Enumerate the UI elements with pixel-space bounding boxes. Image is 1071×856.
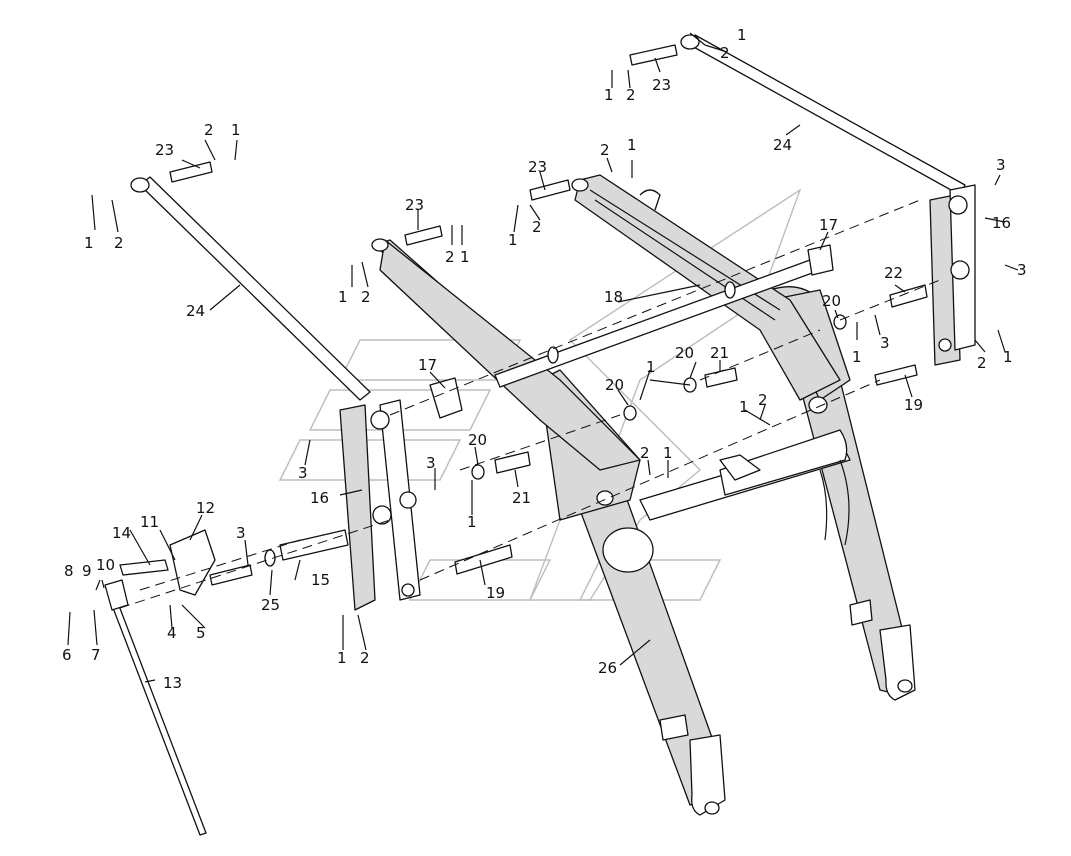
callout-19: 19 — [486, 584, 505, 602]
callout-23: 23 — [155, 141, 174, 159]
callout-15: 15 — [311, 571, 330, 589]
callout-2: 2 — [204, 121, 214, 139]
callout-3: 3 — [236, 524, 246, 542]
callout-3: 3 — [1017, 261, 1027, 279]
callout-3: 3 — [996, 156, 1006, 174]
callout-1: 1 — [1003, 348, 1013, 366]
lever-rod — [104, 529, 216, 836]
pins — [169, 44, 928, 586]
callout-1: 1 — [508, 231, 518, 249]
callout-1: 1 — [739, 398, 749, 416]
callout-3: 3 — [426, 454, 436, 472]
callout-8: 8 — [64, 562, 74, 580]
callout-1: 1 — [84, 234, 94, 252]
callout-25: 25 — [261, 596, 280, 614]
callout-2: 2 — [360, 649, 370, 667]
callout-1: 1 — [737, 26, 747, 44]
callout-1: 1 — [338, 288, 348, 306]
upper-arms — [371, 174, 841, 471]
callout-7: 7 — [91, 646, 101, 664]
leader-lines — [67, 32, 1019, 683]
callout-21: 21 — [512, 489, 531, 507]
callout-5: 5 — [196, 624, 206, 642]
callout-23: 23 — [652, 76, 671, 94]
callout-16: 16 — [992, 214, 1011, 232]
callout-3: 3 — [298, 464, 308, 482]
callout-2: 2 — [640, 444, 650, 462]
callout-6: 6 — [62, 646, 72, 664]
callout-2: 2 — [361, 288, 371, 306]
callout-19: 19 — [904, 396, 923, 414]
callout-13: 13 — [163, 674, 182, 692]
callout-2: 2 — [758, 391, 768, 409]
callout-21: 21 — [710, 344, 729, 362]
callout-23: 23 — [405, 196, 424, 214]
callout-1: 1 — [646, 358, 656, 376]
callout-2: 2 — [720, 44, 730, 62]
callout-20: 20 — [675, 344, 694, 362]
callout-2: 2 — [532, 218, 542, 236]
callout-18: 18 — [604, 288, 623, 306]
callout-17: 17 — [819, 216, 838, 234]
callout-14: 14 — [112, 524, 131, 542]
callout-2: 2 — [600, 141, 610, 159]
callout-20: 20 — [468, 431, 487, 449]
callout-labels: 1 2 1 2 23 24 3 16 3 17 22 20 1 3 2 1 19… — [62, 26, 1027, 692]
callout-22: 22 — [884, 264, 903, 282]
callout-17: 17 — [418, 356, 437, 374]
callout-1: 1 — [467, 513, 477, 531]
callout-3: 3 — [880, 334, 890, 352]
callout-16: 16 — [310, 489, 329, 507]
callout-1: 1 — [337, 649, 347, 667]
callout-2: 2 — [114, 234, 124, 252]
callout-4: 4 — [167, 624, 177, 642]
callout-2: 2 — [626, 86, 636, 104]
pivot-brackets — [339, 184, 976, 611]
link-rods — [130, 34, 966, 401]
callout-10: 10 — [96, 556, 115, 574]
callout-23: 23 — [528, 158, 547, 176]
callout-1: 1 — [460, 248, 470, 266]
callout-20: 20 — [822, 292, 841, 310]
callout-9: 9 — [82, 562, 92, 580]
callout-12: 12 — [196, 499, 215, 517]
callout-1: 1 — [852, 348, 862, 366]
callout-24: 24 — [773, 136, 792, 154]
callout-2: 2 — [445, 248, 455, 266]
callout-20: 20 — [605, 376, 624, 394]
callout-24: 24 — [186, 302, 205, 320]
callout-1: 1 — [627, 136, 637, 154]
callout-1: 1 — [231, 121, 241, 139]
callout-26: 26 — [598, 659, 617, 677]
callout-1: 1 — [604, 86, 614, 104]
callout-1: 1 — [663, 444, 673, 462]
callout-11: 11 — [140, 513, 159, 531]
callout-2: 2 — [977, 354, 987, 372]
